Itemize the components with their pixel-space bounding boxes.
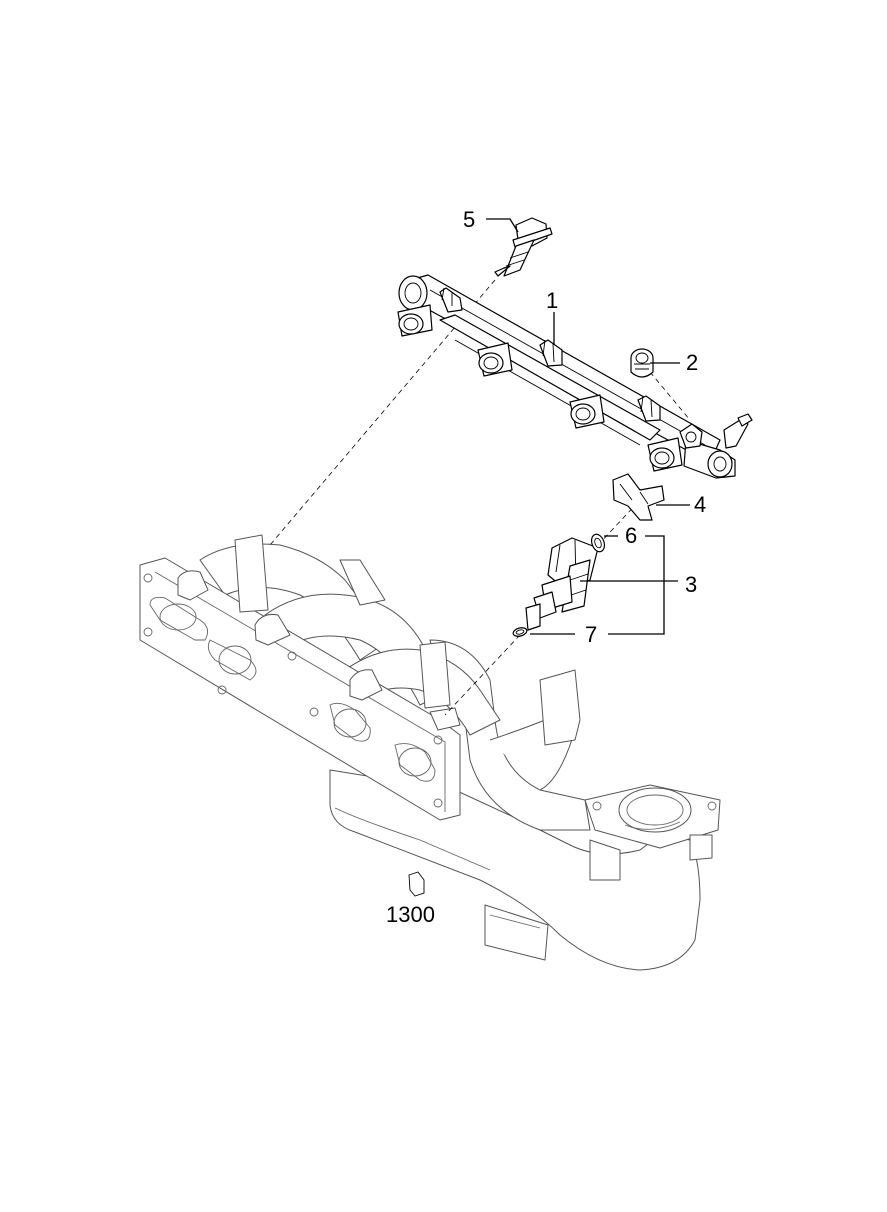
callout-4: 4 <box>694 492 706 517</box>
fuel-rail-part <box>397 274 753 479</box>
callout-7: 7 <box>585 622 597 647</box>
callout-2: 2 <box>686 350 698 375</box>
leader-lines <box>486 218 690 635</box>
reference-arrow-icon <box>408 871 425 897</box>
callout-1: 1 <box>546 288 558 313</box>
bolt-part <box>494 217 553 277</box>
intake-manifold <box>139 534 721 971</box>
clip-part <box>612 473 665 521</box>
injector-part <box>512 533 606 637</box>
callout-1300: 1300 <box>386 902 435 927</box>
callout-5: 5 <box>463 207 475 232</box>
callout-3: 3 <box>685 572 697 597</box>
callout-6: 6 <box>625 523 637 548</box>
cap-part <box>630 348 654 378</box>
